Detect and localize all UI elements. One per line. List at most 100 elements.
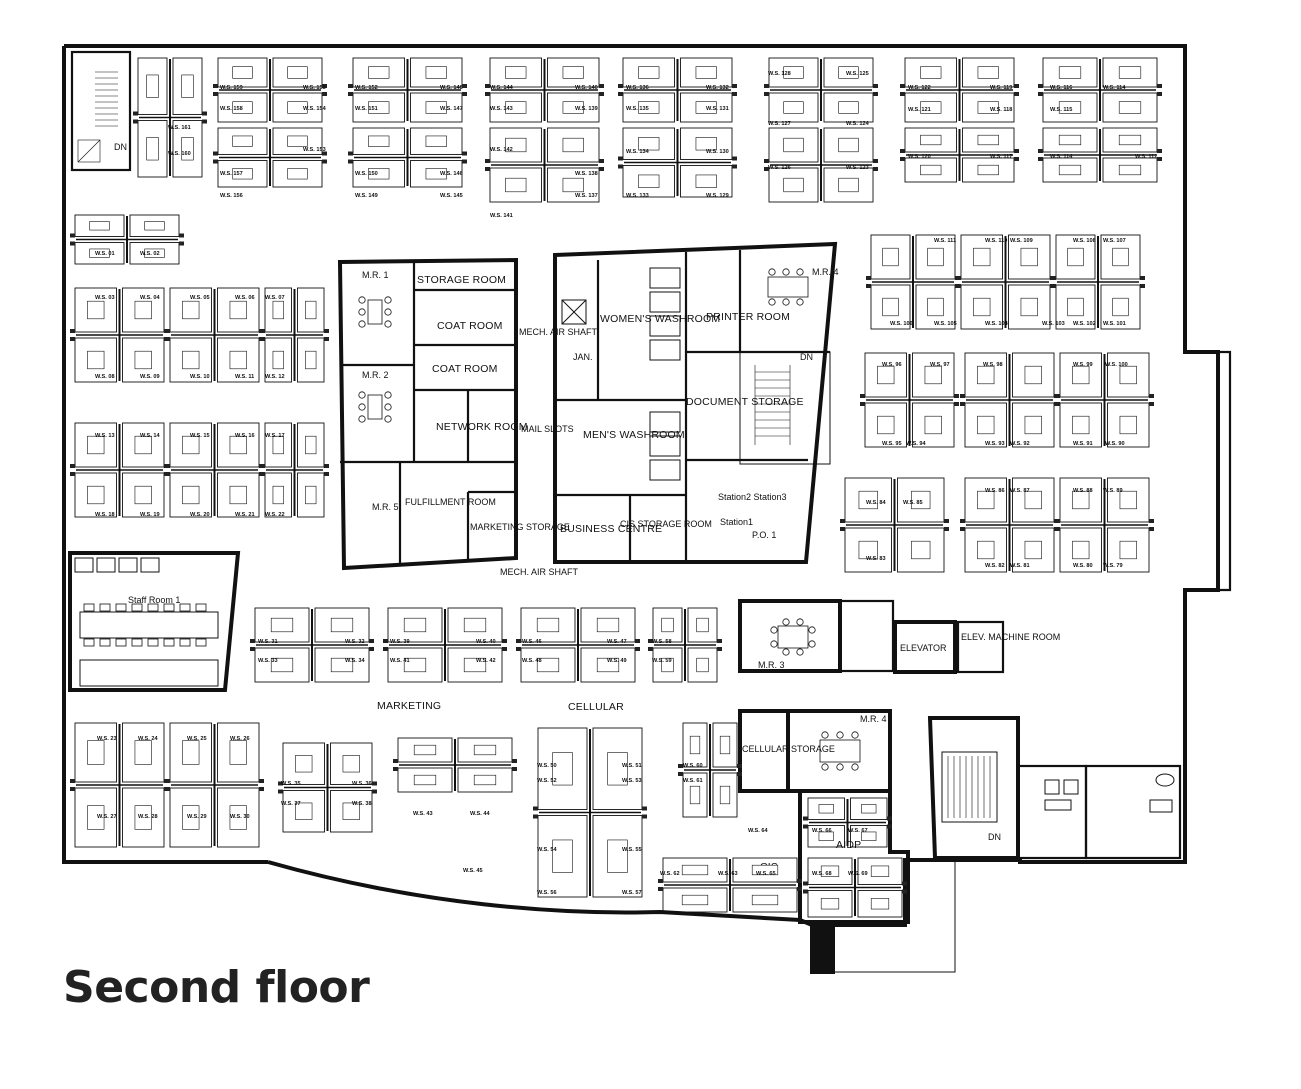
workstation-label: W.S. 95: [882, 441, 902, 447]
workstation-label: W.S. 15: [190, 433, 210, 439]
workstation-label: W.S. 26: [230, 736, 250, 742]
workstation-label: W.S. 08: [95, 374, 115, 380]
workstation-pod: [900, 127, 1019, 183]
workstation-label: W.S. 35: [281, 781, 301, 787]
workstation-pod: [618, 57, 737, 123]
workstation-label: W.S. 34: [345, 658, 365, 664]
workstation-label: W.S. 106: [890, 321, 913, 327]
workstation-pod: [516, 607, 640, 683]
workstation-label: W.S. 25: [187, 736, 207, 742]
label-storage-room: STORAGE ROOM: [417, 274, 506, 286]
workstation-label: W.S. 45: [463, 868, 483, 874]
workstation-label: W.S. 21: [235, 512, 255, 518]
workstation-label: W.S. 135: [626, 106, 649, 112]
workstation-label: W.S. 100: [1105, 362, 1128, 368]
workstation-label: W.S. 140: [575, 85, 598, 91]
workstation-pod: [764, 57, 878, 123]
workstation-pod: [278, 742, 377, 833]
workstation-label: W.S. 154: [303, 106, 327, 112]
workstation-label: W.S. 141: [490, 213, 513, 219]
workstation-pod: [1051, 234, 1145, 330]
building-shell: [62, 44, 1232, 974]
stair-dn-label-2: DN: [800, 352, 813, 362]
workstation-label: W.S. 44: [470, 811, 490, 817]
workstation-label: W.S. 19: [140, 512, 160, 518]
label-womens-washroom: WOMEN'S WASHROOM: [600, 313, 720, 325]
workstation-label: W.S. 144: [490, 85, 514, 91]
workstation-label: W.S. 115: [1050, 107, 1072, 113]
workstation-label: W.S. 54: [537, 847, 557, 853]
workstation-pod: [648, 607, 722, 683]
workstation-label: W.S. 46: [522, 639, 542, 645]
label-po3: P.O. 1: [752, 530, 776, 540]
label-station1: Station1: [720, 517, 753, 527]
workstation-label: W.S. 158: [220, 106, 243, 112]
workstation-label: W.S. 20: [190, 512, 210, 518]
label-mr5: M.R. 4: [812, 267, 839, 277]
label-mech-air-shaft-2: MECH. AIR SHAFT: [500, 567, 579, 577]
workstation-pod: [70, 287, 169, 383]
label-mr1: M.R. 1: [362, 270, 389, 280]
label-janitor: JAN.: [573, 352, 593, 362]
workstation-label: W.S. 148: [440, 85, 463, 91]
workstation-label: W.S. 123: [846, 165, 869, 171]
workstation-label: W.S. 65: [756, 871, 776, 877]
workstation-pod: [803, 857, 907, 918]
stair-dn-label: DN: [114, 142, 127, 152]
label-business-centre: BUSINESS CENTRE: [560, 523, 662, 535]
label-station23: Station2 Station3: [718, 492, 787, 502]
label-network-room: NETWORK ROOM: [436, 421, 528, 433]
workstation-pod: [618, 127, 737, 198]
label-mr2: M.R. 2: [362, 370, 389, 380]
workstation-pod: [1055, 477, 1154, 573]
workstation-label: W.S. 13: [95, 433, 115, 439]
workstation-pod: [533, 727, 647, 898]
workstation-label: W.S. 153: [303, 147, 326, 153]
stair-core: DN: [739, 351, 831, 465]
workstation-label: W.S. 23: [97, 736, 117, 742]
workstation-label: W.S. 56: [537, 890, 557, 896]
workstation-label: W.S. 03: [95, 295, 115, 301]
workstation-label: W.S. 102: [1073, 321, 1096, 327]
workstation-label: W.S. 129: [706, 193, 729, 199]
workstation-pod: [485, 127, 604, 203]
south-rooms: CELLULAR STORAGE M.R. 4 AIDP CIS: [738, 709, 910, 924]
workstation-pod: [165, 722, 264, 848]
workstation-label: W.S. 150: [355, 171, 378, 177]
workstation-label: W.S. 50: [537, 763, 557, 769]
workstation-pod: [960, 352, 1059, 448]
workstation-label: W.S. 149: [355, 193, 378, 199]
workstation-pod: [866, 234, 960, 330]
workstation-pod: [165, 287, 264, 383]
workstation-label: W.S. 38: [352, 801, 372, 807]
workstation-label: W.S. 47: [607, 639, 627, 645]
workstation-label: W.S. 136: [626, 85, 649, 91]
workstation-pod: [956, 234, 1055, 330]
workstation-label: W.S. 33: [258, 658, 278, 664]
workstation-label: W.S. 86: [985, 488, 1005, 494]
label-mech-air-shaft-1: MECH. AIR SHAFT: [519, 327, 598, 337]
label-marketing: MARKETING: [377, 700, 441, 712]
workstation-label: W.S. 67: [848, 828, 868, 834]
workstation-label: W.S. 152: [355, 85, 378, 91]
label-mens-washroom: MEN'S WASHROOM: [583, 429, 685, 441]
core-west: M.R. 1 M.R. 2 M.R. 5 STORAGE ROOM COAT R…: [337, 257, 598, 577]
workstation-label: W.S. 92: [1010, 441, 1030, 447]
label-elev-machine-room: ELEV. MACHINE ROOM: [961, 632, 1060, 642]
workstation-label: W.S. 105: [934, 321, 957, 327]
workstation-label: W.S. 18: [95, 512, 115, 518]
label-printer-room: PRINTER ROOM: [706, 311, 790, 323]
workstation-label: W.S. 02: [140, 251, 160, 257]
workstation-pod: [860, 352, 959, 448]
workstation-label: W.S. 146: [440, 171, 463, 177]
workstation-label: W.S. 125: [846, 71, 869, 77]
workstation-label: W.S. 51: [622, 763, 642, 769]
workstation-label: W.S. 61: [683, 778, 703, 784]
workstation-label: W.S. 79: [1103, 563, 1123, 569]
workstation-label: W.S. 157: [220, 171, 243, 177]
workstation-label: W.S. 53: [622, 778, 642, 784]
workstation-label: W.S. 137: [575, 193, 598, 199]
workstation-label: W.S. 151: [355, 106, 378, 112]
workstation-label: W.S. 05: [190, 295, 210, 301]
